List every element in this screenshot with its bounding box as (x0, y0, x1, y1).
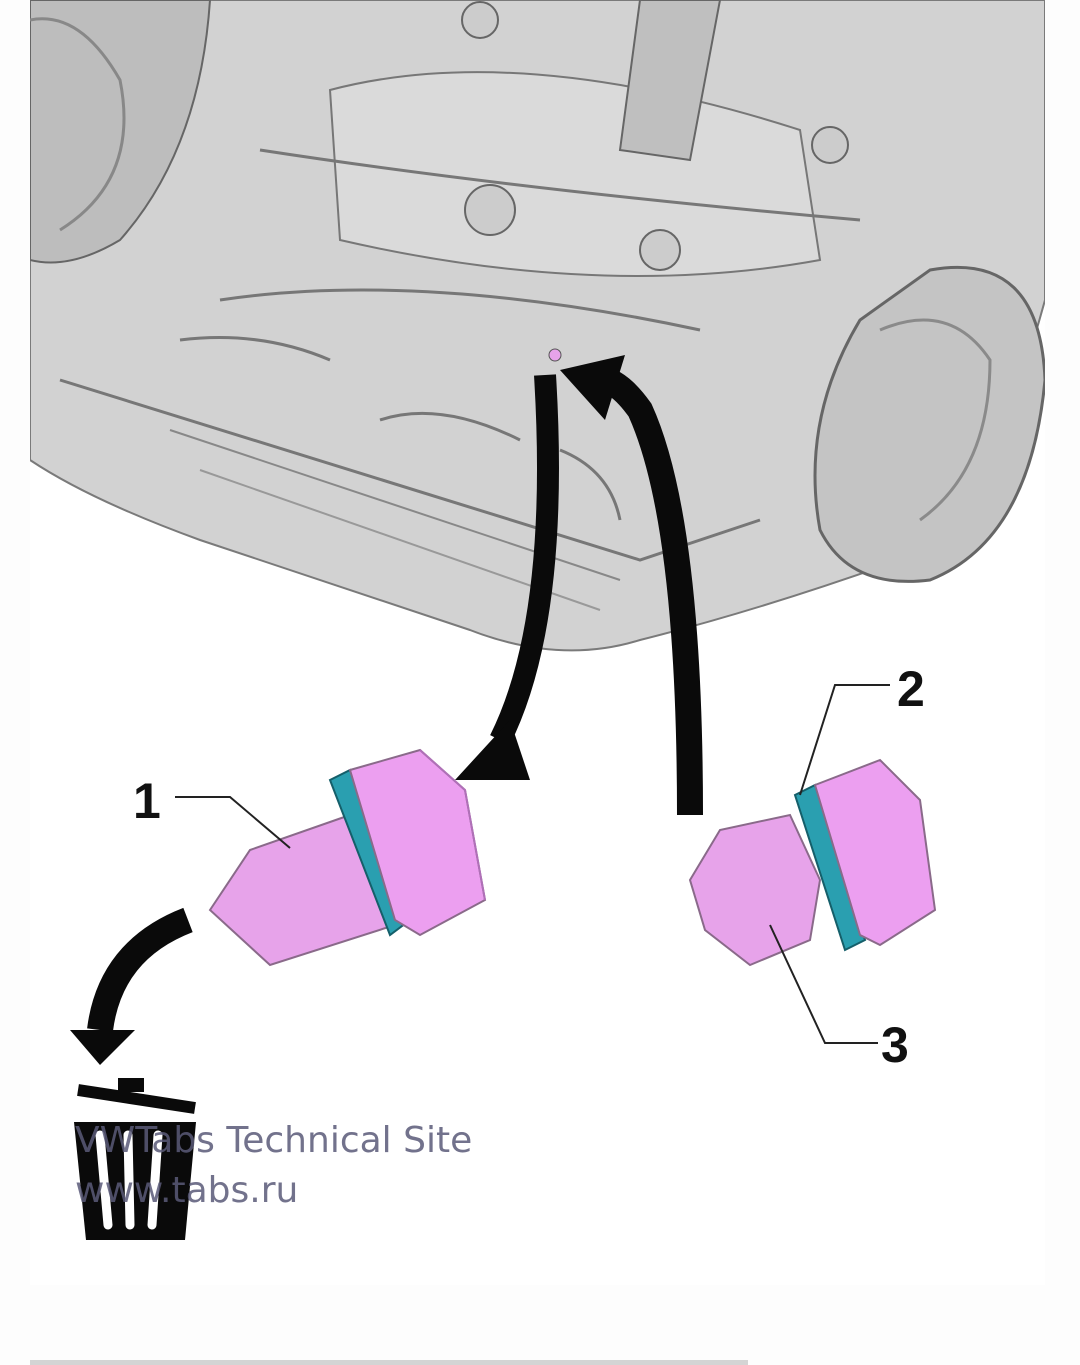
divider (30, 1360, 748, 1365)
callout-2: 2 (897, 661, 925, 717)
new-drain-plug (688, 758, 937, 967)
watermark-line1: VWTabs Technical Site (75, 1120, 472, 1161)
old-drain-plug (208, 748, 487, 967)
install-arrow (560, 355, 703, 816)
removal-arrow (455, 374, 559, 780)
callout-1: 1 (133, 773, 161, 829)
trash-bin-icon (74, 1078, 196, 1240)
callout-3: 3 (881, 1017, 909, 1073)
watermark-line2: www.tabs.ru (75, 1170, 298, 1211)
discard-arrow (70, 907, 193, 1065)
callout-line-2 (799, 684, 890, 796)
callout-line-3 (769, 924, 878, 1044)
callout-line-1 (175, 796, 291, 849)
repair-illustration: 1 2 3 VWTabs Technical Site www.tabs.ru (30, 0, 1045, 1285)
